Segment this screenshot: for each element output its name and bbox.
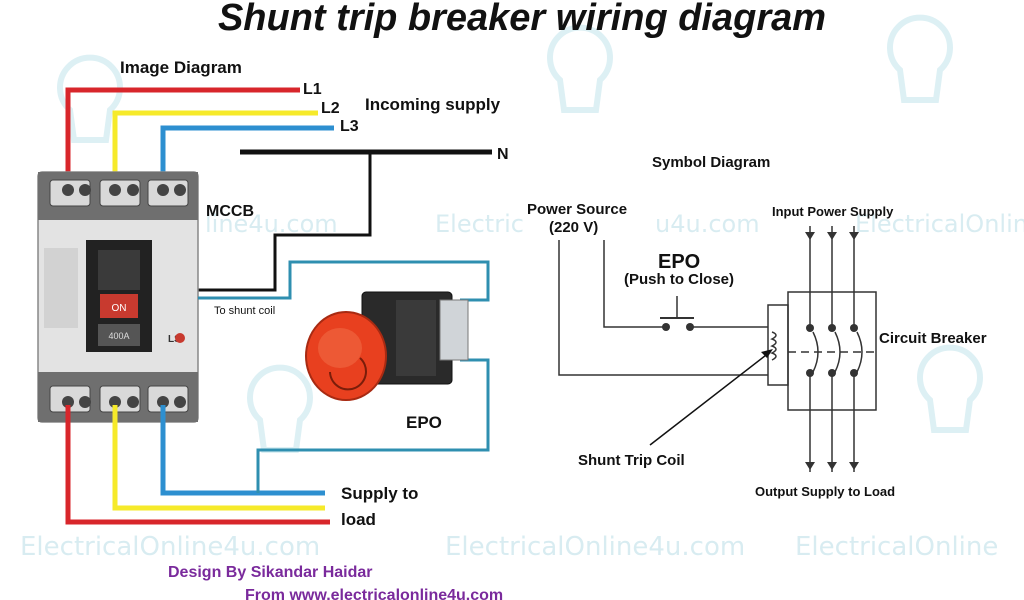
- image-diagram-heading: Image Diagram: [120, 58, 242, 77]
- circuit-breaker-symbol: [767, 226, 877, 472]
- coil-pointer-arrow: [649, 349, 773, 446]
- label-l3: L3: [340, 118, 359, 135]
- watermark-text: ElectricalOnline4u.com: [445, 532, 745, 562]
- watermark-text: Electric: [435, 210, 524, 238]
- label-output-supply: Output Supply to Load: [755, 484, 895, 499]
- label-circuit-breaker: Circuit Breaker: [879, 330, 987, 347]
- watermark-text: ElectricalOnline4u.com: [20, 532, 320, 562]
- wire-l2: [112, 110, 318, 190]
- symbol-diagram-heading: Symbol Diagram: [652, 154, 770, 171]
- label-mccb: MCCB: [206, 203, 254, 220]
- credit-designer: Design By Sikandar Haidar: [168, 564, 373, 581]
- mccb-breaker: ON 400A LS: [37, 171, 199, 423]
- label-power-source: Power Source: [527, 201, 627, 218]
- watermark-text: line4u.com: [205, 210, 338, 238]
- symbol-control-circuit: [558, 240, 768, 376]
- watermark-text: ElectricalOnline: [855, 210, 1024, 238]
- label-neutral: N: [497, 146, 509, 163]
- label-epo-image: EPO: [406, 413, 442, 432]
- watermark-text: ElectricalOnline: [795, 532, 998, 562]
- epo-control-wires: [198, 260, 490, 493]
- credit-website: From www.electricalonline4u.com: [245, 587, 503, 600]
- label-l2: L2: [321, 100, 340, 117]
- label-epo-symbol: EPO: [658, 251, 700, 273]
- wire-shunt-feed: [198, 152, 372, 292]
- label-power-voltage: (220 V): [549, 219, 598, 236]
- incoming-wires: [65, 87, 492, 292]
- label-supply-to: Supply to: [341, 484, 418, 503]
- wire-load-l3: [160, 405, 325, 496]
- label-input-power-supply: Input Power Supply: [772, 204, 894, 219]
- wire-load-l1: [65, 405, 330, 525]
- wire-l3: [160, 125, 334, 190]
- watermark-bulbs: [57, 14, 983, 453]
- breaker-rating-text: 400A: [108, 331, 129, 341]
- label-push-to-close: (Push to Close): [624, 271, 734, 288]
- label-l1: L1: [303, 81, 322, 98]
- watermark-text: u4u.com: [655, 210, 760, 238]
- epo-contact-symbol: [662, 323, 694, 331]
- outgoing-wires: [65, 405, 330, 525]
- epo-push-button: [305, 291, 469, 401]
- wire-l1: [65, 87, 300, 190]
- breaker-contacts: [805, 232, 859, 470]
- breaker-switch-text: ON: [112, 303, 127, 314]
- breaker-brand-text: LS: [168, 334, 181, 345]
- wire-load-l2: [112, 405, 325, 511]
- page-title: Shunt trip breaker wiring diagram: [218, 0, 826, 39]
- label-to-shunt-coil: To shunt coil: [214, 305, 275, 317]
- label-load: load: [341, 510, 376, 529]
- label-shunt-trip-coil: Shunt Trip Coil: [578, 452, 685, 469]
- label-incoming-supply: Incoming supply: [365, 95, 501, 114]
